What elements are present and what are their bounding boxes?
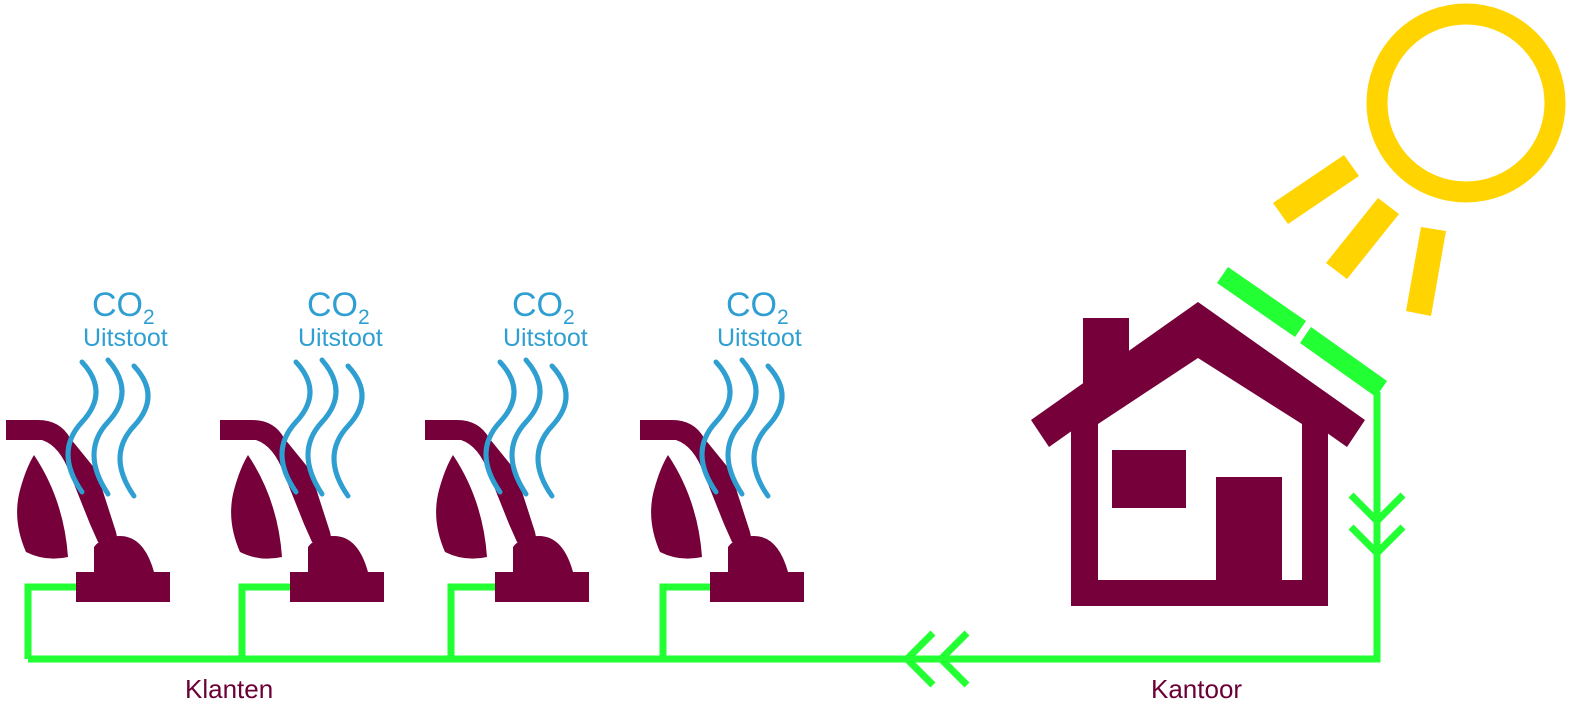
network-drop-3 bbox=[447, 583, 501, 659]
iron-icon bbox=[425, 420, 589, 602]
house-icon bbox=[1031, 302, 1365, 606]
iron-icon bbox=[640, 420, 804, 602]
customer-device-2 bbox=[220, 360, 384, 602]
svg-text:CO2: CO2 bbox=[726, 286, 789, 329]
flow-arrows-vertical bbox=[1348, 492, 1406, 558]
co2-subscript: 2 bbox=[143, 306, 155, 329]
network-drop-2 bbox=[238, 583, 292, 659]
sun-ray bbox=[1406, 227, 1446, 316]
solar-panel-2 bbox=[1300, 327, 1387, 397]
co2-text: CO bbox=[512, 286, 563, 324]
emission-label-3: CO2 Uitstoot bbox=[503, 286, 588, 352]
co2-subscript: 2 bbox=[563, 306, 575, 329]
sun-disc bbox=[1366, 3, 1566, 203]
emission-text: Uitstoot bbox=[298, 324, 383, 352]
network-drop-1 bbox=[24, 583, 78, 659]
sun-icon bbox=[1273, 3, 1566, 316]
iron-icon bbox=[6, 420, 170, 602]
customer-device-4 bbox=[640, 360, 804, 602]
svg-text:CO2: CO2 bbox=[92, 286, 155, 329]
flow-arrows-horizontal bbox=[902, 630, 970, 688]
co2-text: CO bbox=[307, 286, 358, 324]
sun-ray bbox=[1273, 155, 1359, 224]
customers-label: Klanten bbox=[185, 674, 273, 704]
emission-label-2: CO2 Uitstoot bbox=[298, 286, 383, 352]
solar-panel-1 bbox=[1217, 267, 1306, 337]
co2-subscript: 2 bbox=[777, 306, 789, 329]
door bbox=[1216, 477, 1282, 580]
emission-text: Uitstoot bbox=[717, 324, 802, 352]
co2-subscript: 2 bbox=[358, 306, 370, 329]
sun-ray bbox=[1326, 198, 1399, 279]
office-label: Kantoor bbox=[1151, 674, 1242, 704]
energy-network bbox=[24, 392, 1381, 663]
emission-label-1: CO2 Uitstoot bbox=[83, 286, 168, 352]
window bbox=[1112, 450, 1186, 508]
house-walls bbox=[1071, 324, 1328, 606]
customer-device-1 bbox=[6, 360, 170, 602]
iron-icon bbox=[220, 420, 384, 602]
co2-text: CO bbox=[92, 286, 143, 324]
emission-text: Uitstoot bbox=[503, 324, 588, 352]
network-main-line bbox=[28, 392, 1381, 663]
emission-label-4: CO2 Uitstoot bbox=[717, 286, 802, 352]
network-drop-4 bbox=[659, 583, 713, 659]
co2-text: CO bbox=[726, 286, 777, 324]
emission-text: Uitstoot bbox=[83, 324, 168, 352]
svg-text:CO2: CO2 bbox=[512, 286, 575, 329]
svg-text:CO2: CO2 bbox=[307, 286, 370, 329]
customer-device-3 bbox=[425, 360, 589, 602]
solar-panel-icon bbox=[1217, 267, 1387, 397]
